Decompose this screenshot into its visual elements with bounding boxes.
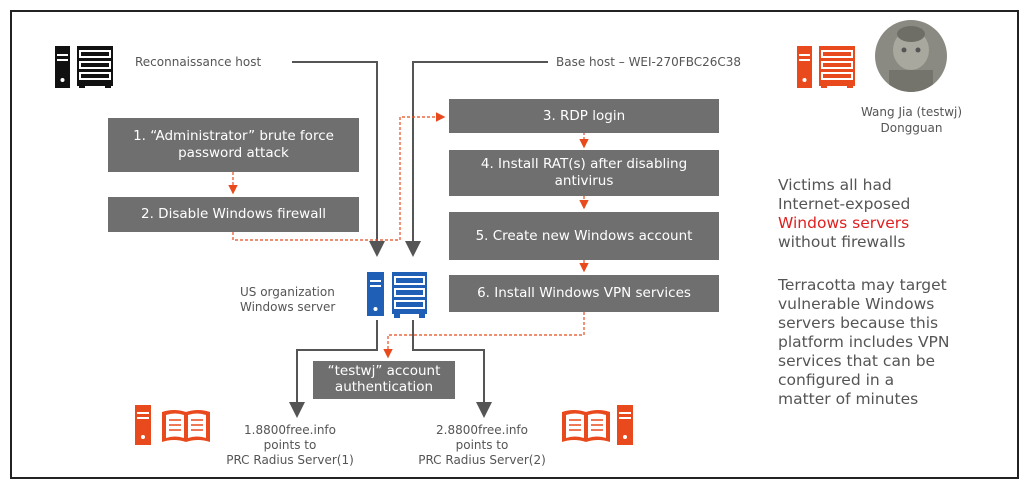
step-3-box: 3. RDP login <box>449 99 719 133</box>
side-note-2-line: servers because this <box>778 314 939 332</box>
step2-to-step3 <box>232 112 446 241</box>
step-2-box: 2. Disable Windows firewall <box>108 197 359 232</box>
side-note-1-line2: Internet-exposed <box>778 195 911 213</box>
step-4-box: 4. Install RAT(s) after disabling antivi… <box>449 150 719 196</box>
person-name: Wang Jia (testwj) <box>860 105 963 119</box>
radius2-line2: points to <box>455 438 509 452</box>
radius2-line1: 2.8800free.info <box>436 423 528 437</box>
diagram-frame <box>10 10 1019 479</box>
step-5-box: 5. Create new Windows account <box>449 212 719 260</box>
step-6-box: 6. Install Windows VPN services <box>449 275 719 312</box>
server-to-radius2 <box>412 320 492 418</box>
us-org-label-line1: US organization <box>240 285 335 299</box>
step-1-line1: 1. “Administrator” brute force <box>133 128 334 145</box>
side-note-2-line: platform includes VPN <box>778 333 950 351</box>
side-note-1-line1: Victims all had <box>778 176 892 194</box>
recon-host-label: Reconnaissance host <box>135 55 262 69</box>
step-5-label: 5. Create new Windows account <box>475 227 693 244</box>
side-note-2-line: matter of minutes <box>778 390 919 408</box>
side-note-2-line: vulnerable Windows <box>778 295 935 313</box>
radius1-line3: PRC Radius Server(1) <box>226 453 354 467</box>
step6-to-auth <box>383 312 585 359</box>
auth-line2: authentication <box>334 379 434 395</box>
side-note-1: Victims all had Internet-exposed Windows… <box>778 176 910 252</box>
server-to-radius1 <box>289 320 378 418</box>
person-city: Dongguan <box>880 121 943 135</box>
side-note-1-line4: without firewalls <box>778 233 906 251</box>
radius2-line3: PRC Radius Server(2) <box>418 453 546 467</box>
auth-line1: “testwj” account <box>327 363 441 380</box>
recon-connector <box>292 61 385 257</box>
radius1-line2: points to <box>263 438 317 452</box>
us-org-label-line2: Windows server <box>240 300 336 314</box>
base-connector <box>405 61 548 257</box>
step-1-line2: password attack <box>178 145 289 161</box>
side-note-2-line: services that can be <box>778 352 936 370</box>
step-2-label: 2. Disable Windows firewall <box>141 206 326 223</box>
step-6-label: 6. Install Windows VPN services <box>477 285 691 302</box>
step-1-box: 1. “Administrator” brute force password … <box>108 118 359 172</box>
avatar <box>875 20 947 92</box>
side-note-1-highlight: Windows servers <box>778 214 910 232</box>
side-note-2-line: Terracotta may target <box>778 276 947 294</box>
step-3-label: 3. RDP login <box>542 107 626 124</box>
auth-box: “testwj” account authentication <box>313 361 455 399</box>
radius1-line1: 1.8800free.info <box>244 423 336 437</box>
side-note-2: Terracotta may target vulnerable Windows… <box>778 276 950 409</box>
base-host-label: Base host – WEI-270FBC26C38 <box>556 55 742 69</box>
step-4-line1: 4. Install RAT(s) after disabling <box>480 156 688 173</box>
step-4-line2: antivirus <box>554 173 614 189</box>
side-note-2-line: configured in a <box>778 371 895 389</box>
